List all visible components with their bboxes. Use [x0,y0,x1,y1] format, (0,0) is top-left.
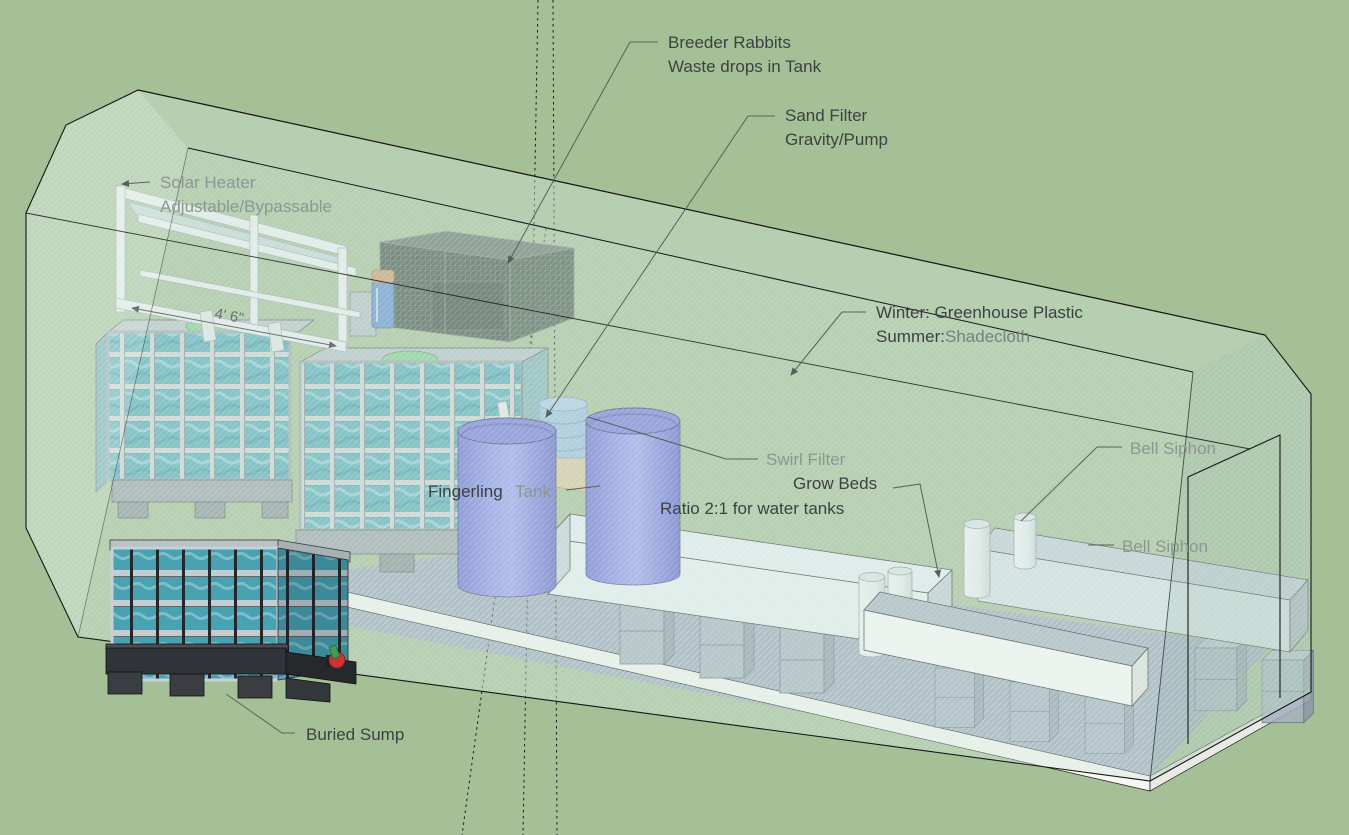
label-ratio-note: Ratio 2:1 for water tanks [660,499,844,518]
label-sand-filter-line2: Gravity/Pump [785,130,888,149]
label-grow-beds: Grow Beds [793,474,877,493]
label-breeder-rabbits-line2: Waste drops in Tank [668,57,822,76]
label-breeder-rabbits-line1: Breeder Rabbits [668,33,791,52]
label-covering-line2-suffix: Shadecloth [945,327,1030,346]
leader-bell-siphon-upper [1020,446,1122,522]
buried-sump-tote [105,539,357,703]
label-bell-siphon-lower: Bell Siphon [1122,537,1208,556]
leader-lines [121,41,1122,734]
door-outline [1187,434,1281,744]
label-covering-line2-prefix: Summer: [876,327,945,346]
leader-solar-heater [121,180,151,187]
label-fingerling-prefix: Fingerling [428,482,503,501]
leader-covering [790,311,866,376]
label-covering-line1: Winter: Greenhouse Plastic [876,303,1083,322]
label-bell-siphon-upper: Bell Siphon [1130,439,1216,458]
leader-grow-beds [892,483,942,578]
label-solar-heater-line2: Adjustable/Bypassable [160,197,332,216]
annotation-labels: Solar Heater Adjustable/Bypassable Breed… [160,33,1216,744]
label-fingerling-suffix: Tank [515,482,551,501]
label-solar-heater-line1: Solar Heater [160,173,256,192]
label-swirl-filter: Swirl Filter [766,450,846,469]
dimension-annotation: 4' 6" [131,305,337,349]
leader-sand-filter [545,115,775,418]
label-buried-sump: Buried Sump [306,725,404,744]
leader-fingerling-tank [565,485,601,491]
leader-swirl-filter [587,416,758,460]
label-sand-filter-line1: Sand Filter [785,106,868,125]
leader-buried-sump [225,693,295,734]
drain-valve [326,644,346,669]
leader-breeder-rabbits [507,41,658,264]
dimension-text: 4' 6" [213,305,245,327]
greenhouse-shell [25,89,1312,782]
